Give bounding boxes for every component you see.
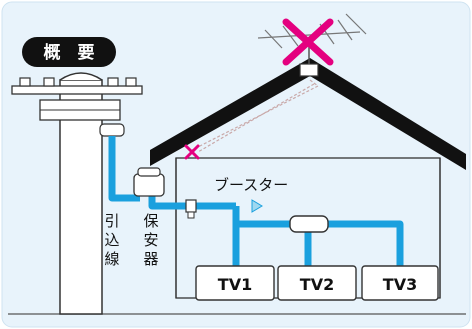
protector-label-char-1: 保 bbox=[143, 212, 158, 230]
drop-line-label-char-1: 引 bbox=[104, 212, 119, 230]
cable-to-tv3 bbox=[326, 220, 404, 266]
tv1-label: TV1 bbox=[218, 275, 252, 294]
utility-pole bbox=[11, 72, 143, 315]
splitter bbox=[289, 215, 329, 233]
roof bbox=[150, 58, 466, 170]
drop-line-label-char-2: 込 bbox=[104, 231, 119, 249]
tv-box-1 bbox=[195, 265, 275, 301]
protector-box bbox=[133, 167, 165, 197]
drop-line-label-char-3: 線 bbox=[104, 250, 119, 268]
booster-label: ブースター bbox=[214, 176, 288, 194]
cable-network bbox=[108, 136, 404, 266]
tv-box-2 bbox=[277, 265, 357, 301]
protector-label-char-3: 器 bbox=[143, 250, 158, 268]
protector-label-char-2: 安 bbox=[143, 231, 158, 249]
overview-badge: 概 要 bbox=[22, 37, 116, 67]
drop-cable bbox=[108, 136, 140, 202]
antenna bbox=[257, 13, 367, 77]
overview-badge-label: 概 要 bbox=[44, 42, 95, 63]
tv3-label: TV3 bbox=[383, 275, 417, 294]
booster-marker bbox=[251, 199, 263, 213]
antenna-cross-mark bbox=[282, 18, 334, 66]
old-cable-cross-mark bbox=[184, 144, 200, 160]
wall-connector bbox=[185, 199, 197, 219]
tv2-label: TV2 bbox=[300, 275, 334, 294]
tv-box-3 bbox=[361, 265, 439, 301]
old-cable-dotted bbox=[191, 79, 320, 151]
